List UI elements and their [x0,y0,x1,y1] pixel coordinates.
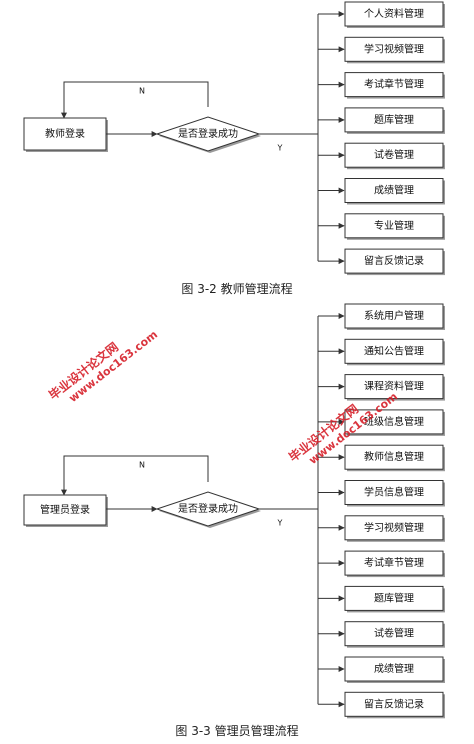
admin-target-9-label: 题库管理 [374,591,414,604]
teacher-decision-label: 是否登录成功 [178,127,238,140]
teacher-target-5-box [344,142,444,168]
admin-target-12-label: 留言反馈记录 [364,697,424,710]
admin-target-10-box [344,621,444,647]
teacher-target-7-label: 专业管理 [374,219,414,232]
teacher-figure-caption: 图 3-2 教师管理流程 [181,282,293,296]
admin-target-1-label: 系统用户管理 [364,309,424,322]
admin-target-4-box [344,409,444,435]
admin-target-6-box [344,480,444,505]
teacher-target-5-label: 试卷管理 [374,148,414,161]
admin-figure-caption: 图 3-3 管理员管理流程 [175,724,299,738]
admin-target-11-label: 成绩管理 [374,662,414,675]
teacher-target-3-label: 考试章节管理 [364,78,424,91]
admin-target-1-box [344,303,444,329]
admin-start-label: 管理员登录 [40,503,90,516]
teacher-no-loop-edge [61,81,209,119]
teacher-target-8-label: 留言反馈记录 [364,254,424,267]
admin-target-11-box [344,656,444,682]
teacher-target-6-label: 成绩管理 [374,184,414,197]
admin-target-7-box [344,515,444,541]
teacher-target-4-box [344,107,444,133]
teacher-target-4-label: 题库管理 [374,113,414,126]
admin-target-6-label: 学员信息管理 [364,486,424,499]
admin-start-box [23,494,107,526]
admin-target-8-label: 考试章节管理 [364,556,424,569]
admin-target-7-label: 学习视频管理 [364,521,424,534]
admin-no-label: N [139,461,145,470]
teacher-target-2-box [344,36,444,62]
teacher-start-box [23,117,107,151]
teacher-target-6-box [344,178,444,203]
teacher-yes-label: Y [277,144,283,153]
admin-target-2-box [344,338,444,364]
admin-yes-label: Y [277,519,283,528]
admin-target-5-label: 教师信息管理 [364,450,424,463]
admin-target-5-box [344,444,444,470]
teacher-target-7-box [344,213,444,239]
teacher-target-1-label: 个人资料管理 [364,7,424,20]
teacher-target-3-box [344,72,444,98]
teacher-no-label: N [139,87,145,96]
teacher-target-8-box [344,248,444,274]
admin-target-12-box [344,691,444,717]
teacher-target-1-box [344,1,444,27]
admin-target-4-label: 班级信息管理 [364,415,424,428]
admin-no-loop-edge [61,455,209,496]
admin-target-2-label: 通知公告管理 [364,344,424,357]
teacher-target-2-label: 学习视频管理 [364,42,424,55]
teacher-flowchart: 教师登录 是否登录成功 N Y 个人资料管理学习视频管理考试章节管理题库管理试卷管理成绩… [23,1,445,276]
admin-flowchart: 管理员登录 是否登录成功 N Y 系统用户管理通知公告管理课程资料管理班级信息管理教师信… [23,303,445,719]
admin-decision-label: 是否登录成功 [178,502,238,515]
admin-target-3-label: 课程资料管理 [364,380,424,393]
admin-target-3-box [344,374,444,400]
admin-target-10-label: 试卷管理 [374,627,414,640]
admin-target-9-box [344,585,444,611]
admin-target-8-box [344,550,444,576]
teacher-start-label: 教师登录 [45,127,85,140]
